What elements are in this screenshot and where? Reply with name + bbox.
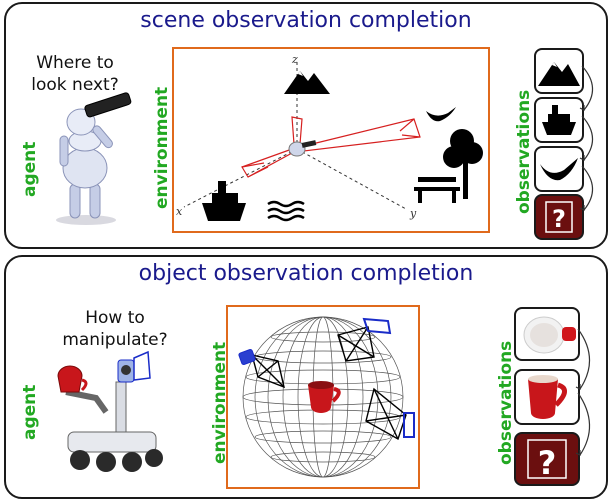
scene-observation-ship bbox=[534, 97, 584, 143]
ship-icon bbox=[202, 181, 246, 221]
mountain-icon bbox=[284, 71, 330, 94]
bird-icon bbox=[426, 107, 456, 122]
y-axis-label: y bbox=[409, 207, 417, 220]
bench-icon bbox=[414, 177, 460, 203]
object-title: object observation completion bbox=[138, 261, 474, 286]
ship-icon bbox=[542, 105, 576, 135]
scene-observation-arrows bbox=[579, 65, 594, 211]
small-robot-icon bbox=[288, 140, 317, 157]
camera-frustum-left bbox=[241, 148, 293, 178]
robot-arm-agent-icon bbox=[57, 350, 163, 472]
scene-observation-unknown: ? bbox=[534, 194, 584, 240]
y-axis bbox=[296, 148, 407, 210]
x-axis-label: x bbox=[176, 205, 183, 218]
object-observation-top-view bbox=[514, 307, 580, 361]
camera-frustum-right bbox=[303, 118, 421, 152]
camera-left-icon bbox=[238, 349, 256, 365]
x-axis bbox=[183, 148, 298, 208]
wireframe-sphere bbox=[242, 316, 404, 478]
scene-observation-bird bbox=[534, 146, 584, 192]
object-observation-arrows bbox=[575, 328, 591, 456]
water-icon bbox=[267, 200, 305, 222]
camera-frustum-top bbox=[337, 326, 375, 362]
object-observation-side-view bbox=[514, 369, 580, 425]
z-axis-label: z bbox=[291, 53, 298, 66]
mountain-icon bbox=[538, 62, 580, 86]
question-mark-icon: ? bbox=[545, 201, 573, 233]
object-observations-label: observations bbox=[496, 340, 516, 465]
robot-telescope-agent-icon bbox=[56, 92, 132, 225]
viewing-sphere-drawing bbox=[238, 316, 415, 478]
scene-agent-label: agent bbox=[20, 141, 40, 197]
camera-right-icon bbox=[403, 412, 415, 438]
camera-frustum-left bbox=[251, 354, 285, 389]
cup-top-view-icon bbox=[523, 316, 576, 354]
object-agent-label: agent bbox=[20, 384, 40, 440]
scene-title: scene observation completion bbox=[140, 8, 472, 33]
scene-unknown-mark: ? bbox=[552, 205, 566, 233]
cup-side-view-icon bbox=[528, 375, 567, 419]
scene-environment-label: environment bbox=[152, 86, 172, 209]
scene-observation-mountain bbox=[534, 48, 584, 94]
question-mark-icon: ? bbox=[527, 439, 567, 482]
camera-top-icon bbox=[362, 317, 392, 335]
object-unknown-mark: ? bbox=[538, 444, 557, 482]
scene-observations-label: observations bbox=[514, 89, 534, 214]
scene-environment-drawing: z x y bbox=[176, 53, 483, 222]
tree-icon bbox=[443, 129, 483, 199]
camera-frustum-right bbox=[365, 387, 407, 441]
cup-icon bbox=[308, 381, 341, 413]
object-observation-unknown: ? bbox=[514, 432, 580, 486]
bird-icon bbox=[540, 158, 578, 181]
